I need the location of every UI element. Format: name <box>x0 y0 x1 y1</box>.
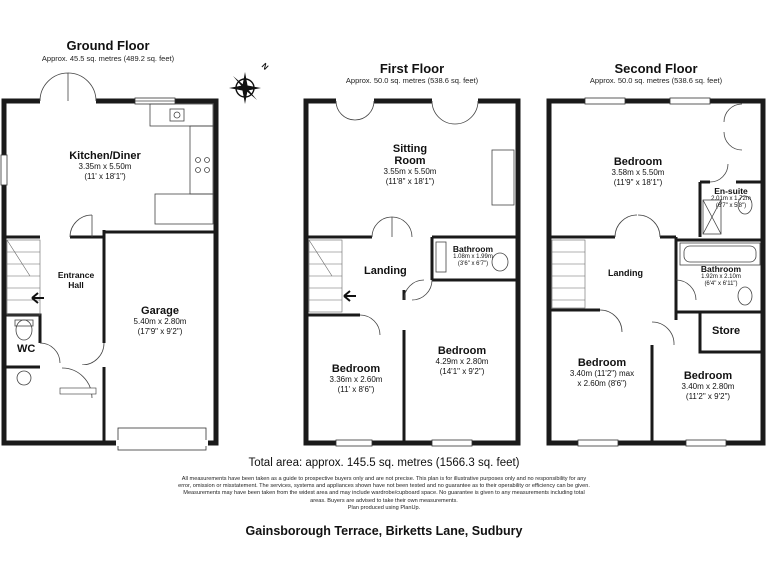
first-bedroom2-dim-imperial: (14'1" x 9'2") <box>439 367 485 376</box>
second-bedroom4-label: Bedroom 3.40m x 2.80m (11'2" x 9'2") <box>656 370 760 402</box>
garage-name: Garage <box>141 305 179 317</box>
entrance-hall-label: Entrance Hall <box>57 270 95 290</box>
second-bedroom-main-label: Bedroom 3.58m x 5.50m (11'9" x 18'1") <box>578 156 698 188</box>
ground-floor-title: Ground Floor <box>66 38 150 53</box>
ground-floor-plan <box>0 72 219 451</box>
kitchen-dim-metric: 3.35m x 5.50m <box>78 162 132 171</box>
ensuite-label: En-suite 2.01m x 1.72m (6'7" x 5'8") <box>702 186 760 210</box>
first-bathroom-name: Bathroom <box>452 244 494 254</box>
first-bedroom1-dim-metric: 3.36m x 2.60m <box>329 375 383 384</box>
kitchen-dim-imperial: (11' x 18'1") <box>84 172 126 181</box>
disclaimer-line: areas. Buyers are advised to take their … <box>310 497 458 504</box>
second-floor-plan <box>546 97 766 447</box>
first-bathroom-label: Bathroom 1.08m x 1.99m (3'6" x 6'7") <box>438 244 508 268</box>
sitting-room-name: Sitting Room <box>392 143 428 167</box>
total-area: Total area: approx. 145.5 sq. metres (15… <box>248 457 520 469</box>
disclaimer-line: Measurements may have been taken from th… <box>183 490 585 497</box>
compass-icon <box>229 72 261 104</box>
second-bedroom-main-name: Bedroom <box>613 156 663 168</box>
property-address: Gainsborough Terrace, Birketts Lane, Sud… <box>245 524 523 538</box>
sitting-room-dim-metric: 3.55m x 5.50m <box>383 167 437 176</box>
second-bedroom3-name: Bedroom <box>577 357 627 369</box>
second-bedroom4-name: Bedroom <box>683 370 733 382</box>
second-bathroom-dim-imperial: (6'4" x 6'11") <box>704 281 738 287</box>
first-landing-label: Landing <box>364 265 407 277</box>
wc-label: WC <box>17 343 36 355</box>
second-bedroom4-dim-imperial: (11'2" x 9'2") <box>685 392 731 401</box>
garage-label: Garage 5.40m x 2.80m (17'9" x 9'2") <box>108 305 212 337</box>
first-bedroom2-label: Bedroom 4.29m x 2.80m (14'1" x 9'2") <box>410 345 514 377</box>
first-floor-area: Approx. 50.0 sq. metres (538.6 sq. feet) <box>345 76 479 85</box>
ground-floor-area: Approx. 45.5 sq. metres (489.2 sq. feet) <box>41 54 175 63</box>
second-bedroom-main-dim-metric: 3.58m x 5.50m <box>611 168 665 177</box>
disclaimer-line: All measurements have been taken as a gu… <box>181 476 587 482</box>
second-bathroom-label: Bathroom 1.92m x 2.10m (6'4" x 6'11") <box>688 264 754 288</box>
first-bedroom1-name: Bedroom <box>331 363 381 375</box>
kitchen-name: Kitchen/Diner <box>69 150 141 162</box>
disclaimer-line: error, omission or misstatement. The ser… <box>178 483 590 490</box>
second-bedroom3-dim-metric: 3.40m (11'2") max <box>569 369 635 378</box>
store-label: Store <box>712 325 741 337</box>
first-bedroom2-dim-metric: 4.29m x 2.80m <box>435 357 489 366</box>
second-landing-label: Landing <box>608 268 643 278</box>
second-bedroom3-dim-imperial: x 2.60m (8'6") <box>577 379 627 388</box>
ensuite-name: En-suite <box>714 186 748 196</box>
second-floor-title: Second Floor <box>614 61 698 76</box>
first-bedroom1-dim-imperial: (11' x 8'6") <box>337 385 375 394</box>
second-bedroom4-dim-metric: 3.40m x 2.80m <box>681 382 735 391</box>
first-bathroom-dim-imperial: (3'6" x 6'7") <box>457 261 489 267</box>
first-bedroom2-name: Bedroom <box>437 345 487 357</box>
first-floor-plan <box>303 98 521 447</box>
sitting-room-label: Sitting Room 3.55m x 5.50m (11'8" x 18'1… <box>340 143 480 187</box>
garage-dim-metric: 5.40m x 2.80m <box>133 317 187 326</box>
ensuite-dim-imperial: (6'7" x 5'8") <box>715 203 747 209</box>
sitting-room-dim-imperial: (11'8" x 18'1") <box>385 177 435 186</box>
first-bedroom1-label: Bedroom 3.36m x 2.60m (11' x 8'6") <box>312 363 400 395</box>
disclaimer: All measurements have been taken as a gu… <box>84 476 684 512</box>
garage-dim-imperial: (17'9" x 9'2") <box>137 327 183 336</box>
second-bedroom3-label: Bedroom 3.40m (11'2") max x 2.60m (8'6") <box>556 357 648 389</box>
first-floor-title: First Floor <box>379 61 445 76</box>
second-bathroom-dim-metric: 1.92m x 2.10m <box>701 274 741 280</box>
second-bathroom-name: Bathroom <box>700 264 742 274</box>
ensuite-dim-metric: 2.01m x 1.72m <box>711 196 751 202</box>
first-bathroom-dim-metric: 1.08m x 1.99m <box>453 254 493 260</box>
second-floor-area: Approx. 50.0 sq. metres (538.6 sq. feet) <box>589 76 723 85</box>
kitchen-label: Kitchen/Diner 3.35m x 5.50m (11' x 18'1"… <box>40 150 170 182</box>
second-bedroom-main-dim-imperial: (11'9" x 18'1") <box>613 178 663 187</box>
disclaimer-line: Plan produced using PlanUp. <box>347 504 421 511</box>
